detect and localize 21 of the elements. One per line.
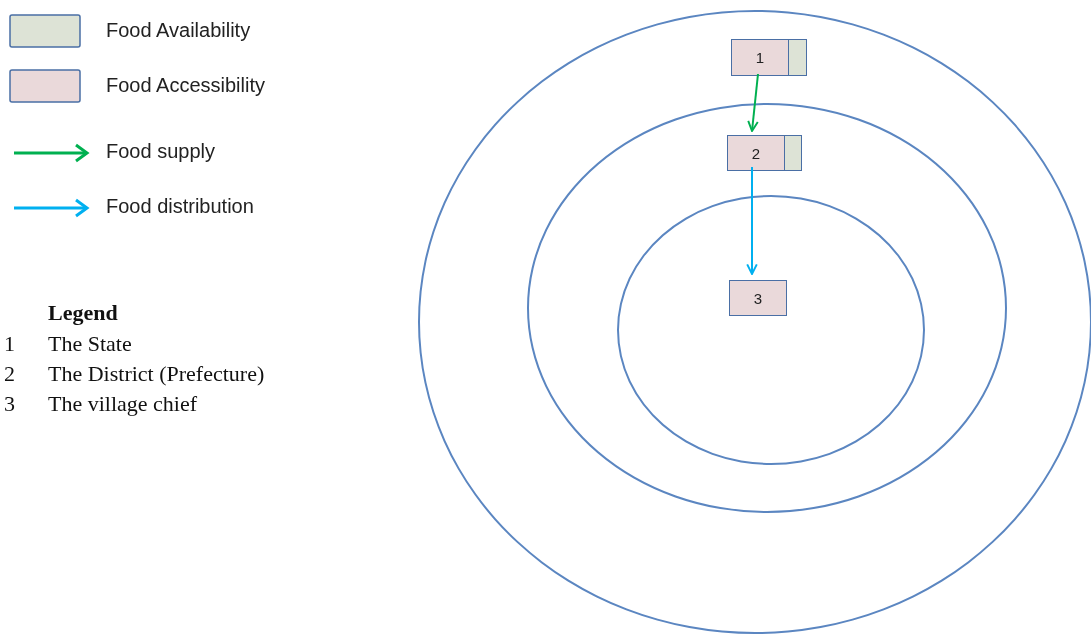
key-description: The State bbox=[48, 331, 132, 357]
ring-outline bbox=[418, 10, 1091, 634]
availability-box bbox=[784, 135, 802, 171]
key-number: 2 bbox=[4, 361, 15, 387]
legend-label: Food Availability bbox=[106, 19, 251, 42]
legend-heading: Legend bbox=[48, 300, 118, 326]
number-box: 1 bbox=[731, 39, 789, 76]
number-box: 2 bbox=[727, 135, 785, 171]
ring-outline bbox=[527, 103, 1007, 513]
key-number: 3 bbox=[4, 391, 15, 417]
key-description: The village chief bbox=[48, 391, 198, 417]
availability-box bbox=[788, 39, 807, 76]
legend-label: Food Accessibility bbox=[106, 74, 265, 97]
key-description: The District (Prefecture) bbox=[48, 361, 265, 387]
legend-label: Food supply bbox=[106, 140, 215, 163]
arrow bbox=[746, 166, 758, 275]
key-number: 1 bbox=[4, 331, 15, 357]
ring-outline bbox=[617, 195, 925, 465]
arrow bbox=[747, 73, 759, 132]
number-box: 3 bbox=[729, 280, 787, 316]
legend-label: Food distribution bbox=[106, 195, 254, 218]
